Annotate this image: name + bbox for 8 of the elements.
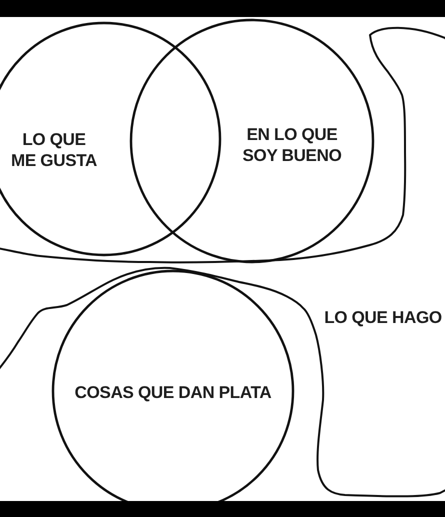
bottom-bar bbox=[0, 501, 445, 517]
set-label: LO QUE HAGO bbox=[324, 307, 442, 328]
set-label: EN LO QUE SOY BUENO bbox=[241, 124, 342, 166]
venn-circle bbox=[131, 20, 373, 262]
set-label: LO QUE ME GUSTA bbox=[10, 129, 98, 171]
freehand-outline bbox=[0, 24, 445, 500]
set-label: COSAS QUE DAN PLATA bbox=[74, 382, 272, 403]
top-bar bbox=[0, 0, 445, 17]
